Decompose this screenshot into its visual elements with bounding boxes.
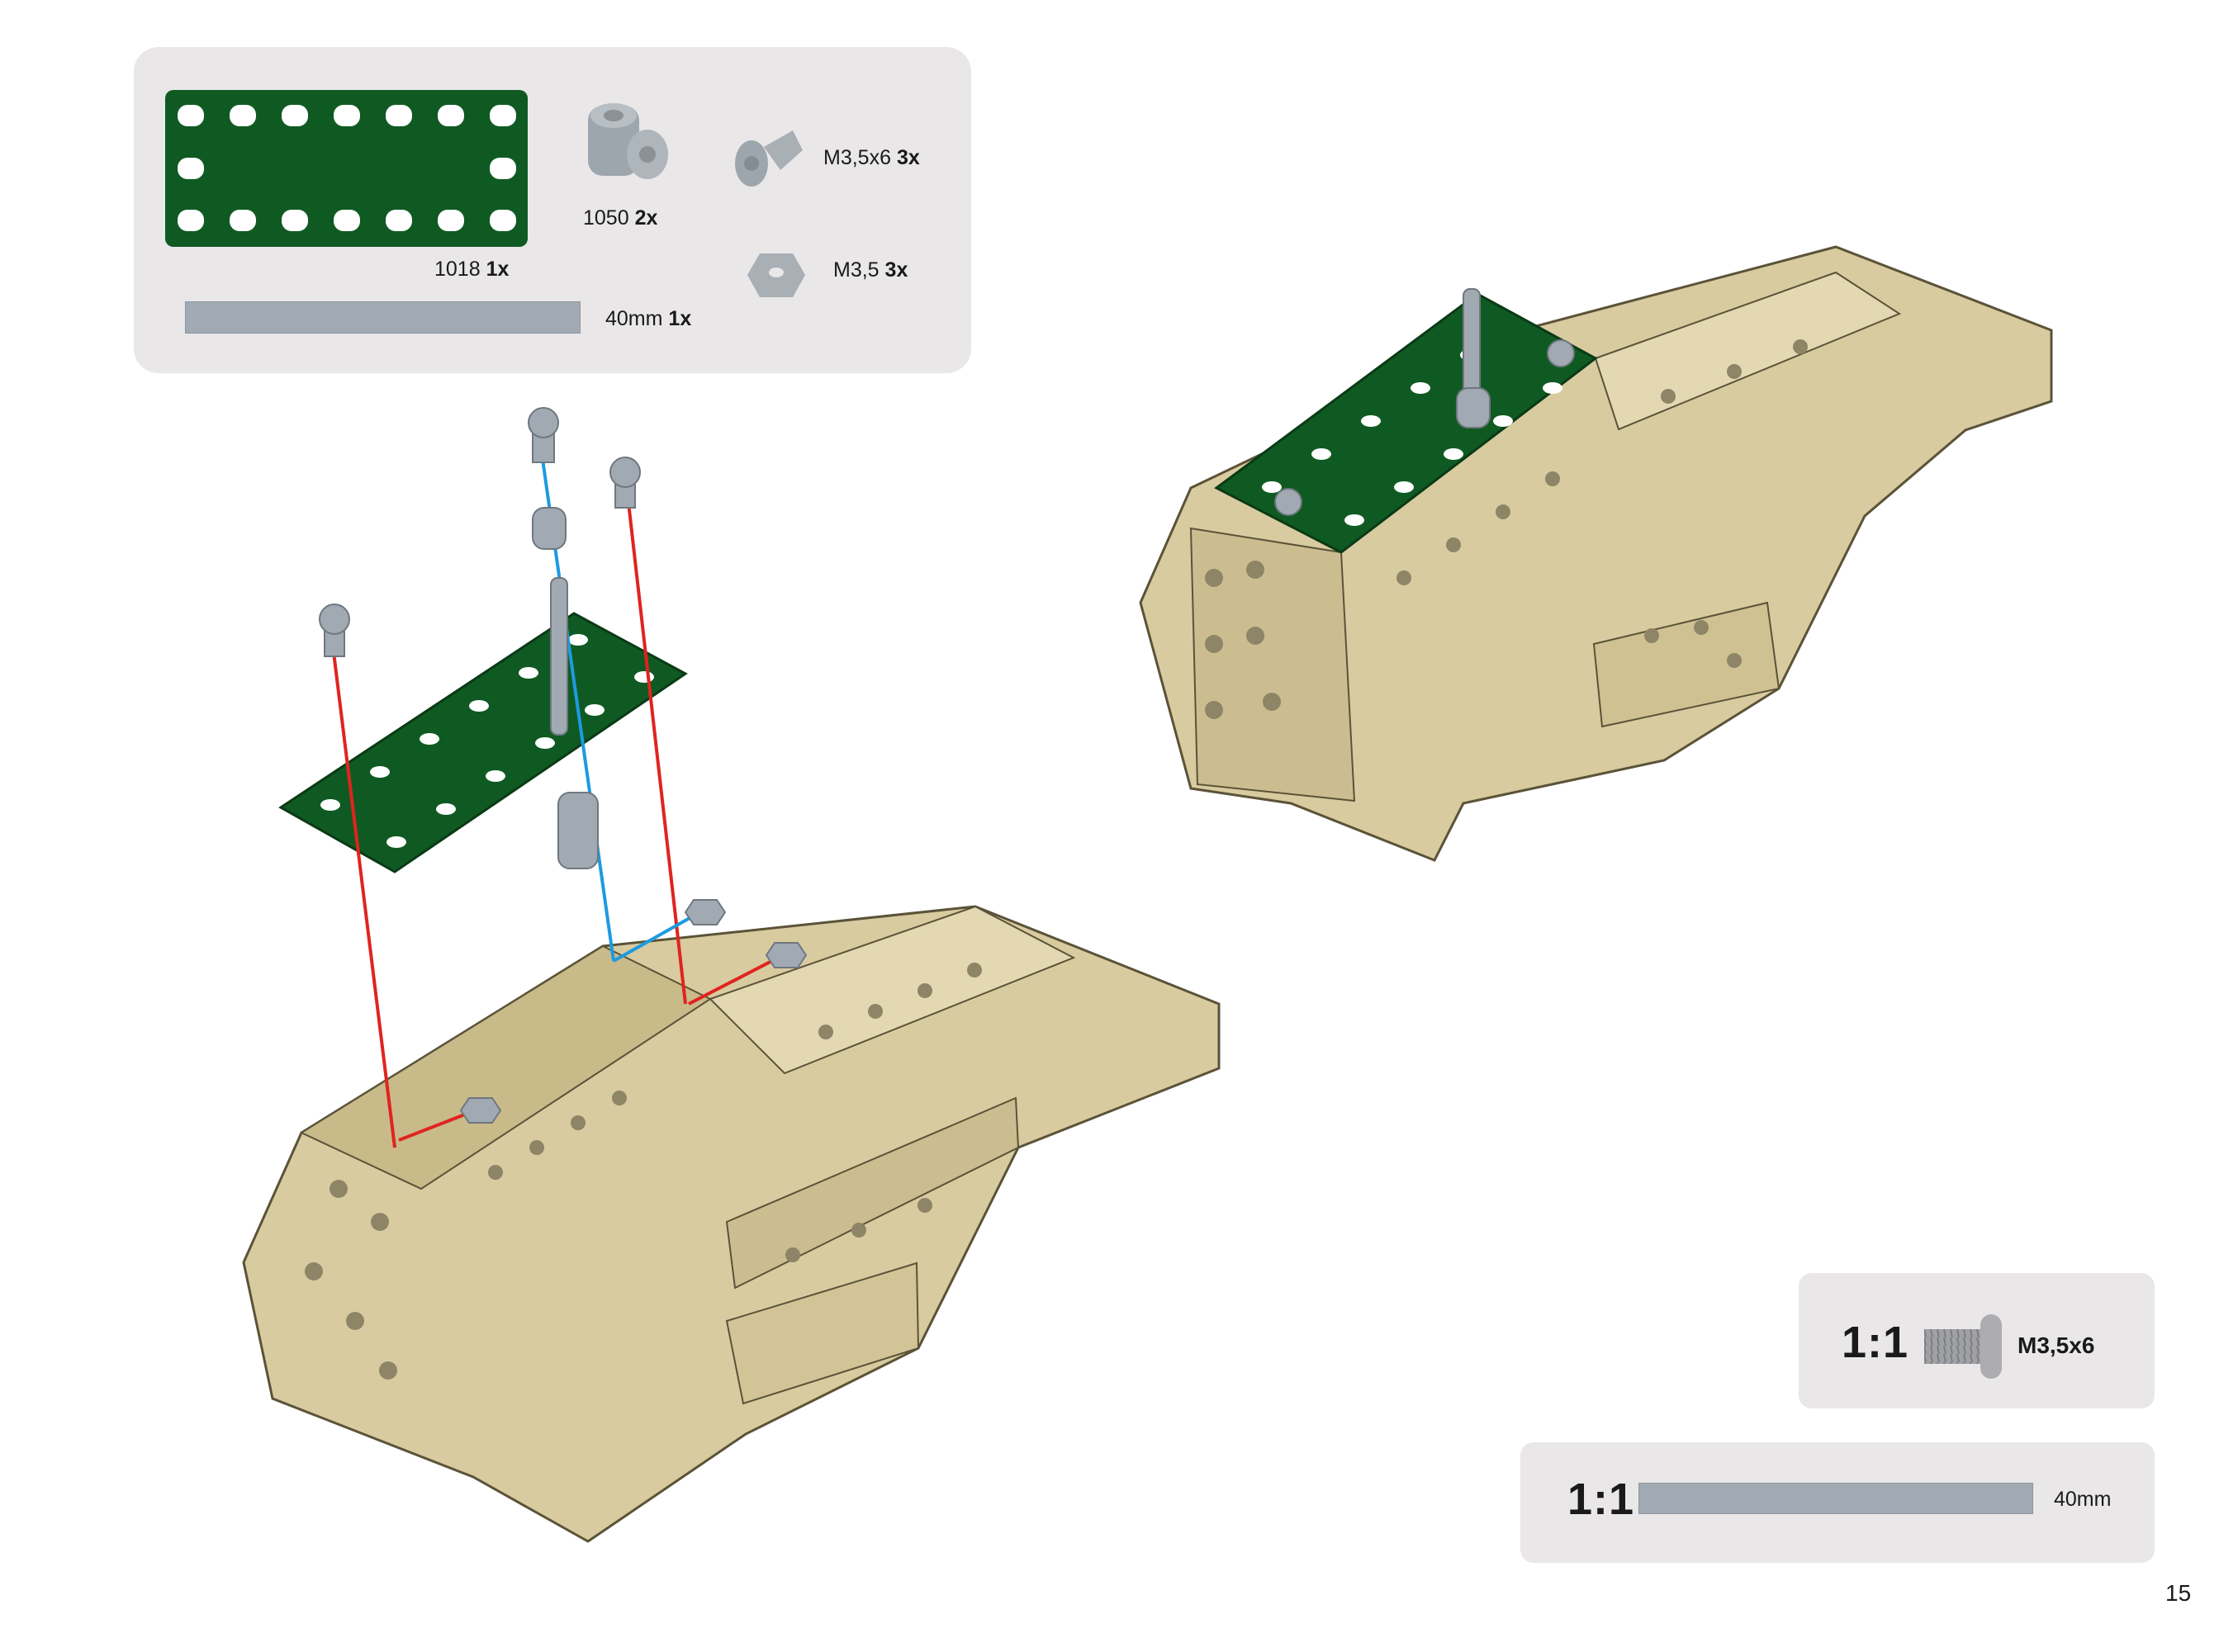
completed-assembly	[1139, 245, 2053, 862]
page-number: 15	[2165, 1580, 2192, 1606]
nut-qty: 3x	[884, 258, 908, 282]
nut-code: M3,5	[833, 258, 880, 282]
rod-qty: 1x	[668, 307, 692, 330]
screw-icon	[735, 130, 803, 187]
plate-qty: 1x	[486, 258, 510, 281]
rod-code: 40mm	[605, 307, 663, 330]
coupler-qty: 2x	[634, 206, 658, 230]
nut-icon	[747, 253, 805, 297]
coupler-label: 1050 2x	[583, 206, 657, 230]
screw-qty: 3x	[896, 146, 920, 169]
coupler-code: 1050	[583, 206, 629, 230]
screw-label: M3,5x6 3x	[823, 146, 920, 170]
rod-icon	[185, 301, 581, 334]
screw-scale-ratio: 1:1	[1842, 1318, 1909, 1367]
nut-label: M3,5 3x	[833, 258, 908, 282]
rod-scale-ratio: 1:1	[1567, 1474, 1635, 1524]
screw-code: M3,5x6	[823, 146, 891, 169]
plate-label: 1018 1x	[434, 258, 509, 282]
exploded-assembly	[242, 407, 1221, 1543]
rod-scale-label: 40mm	[2054, 1488, 2112, 1511]
screw-scale-label: M3,5x6	[2018, 1332, 2095, 1358]
plate-code: 1018	[434, 258, 481, 281]
rod-label: 40mm 1x	[605, 307, 691, 331]
green-plate-icon	[165, 90, 528, 247]
rod-scale-bar	[1638, 1483, 2033, 1514]
coupler-icon	[588, 103, 668, 179]
